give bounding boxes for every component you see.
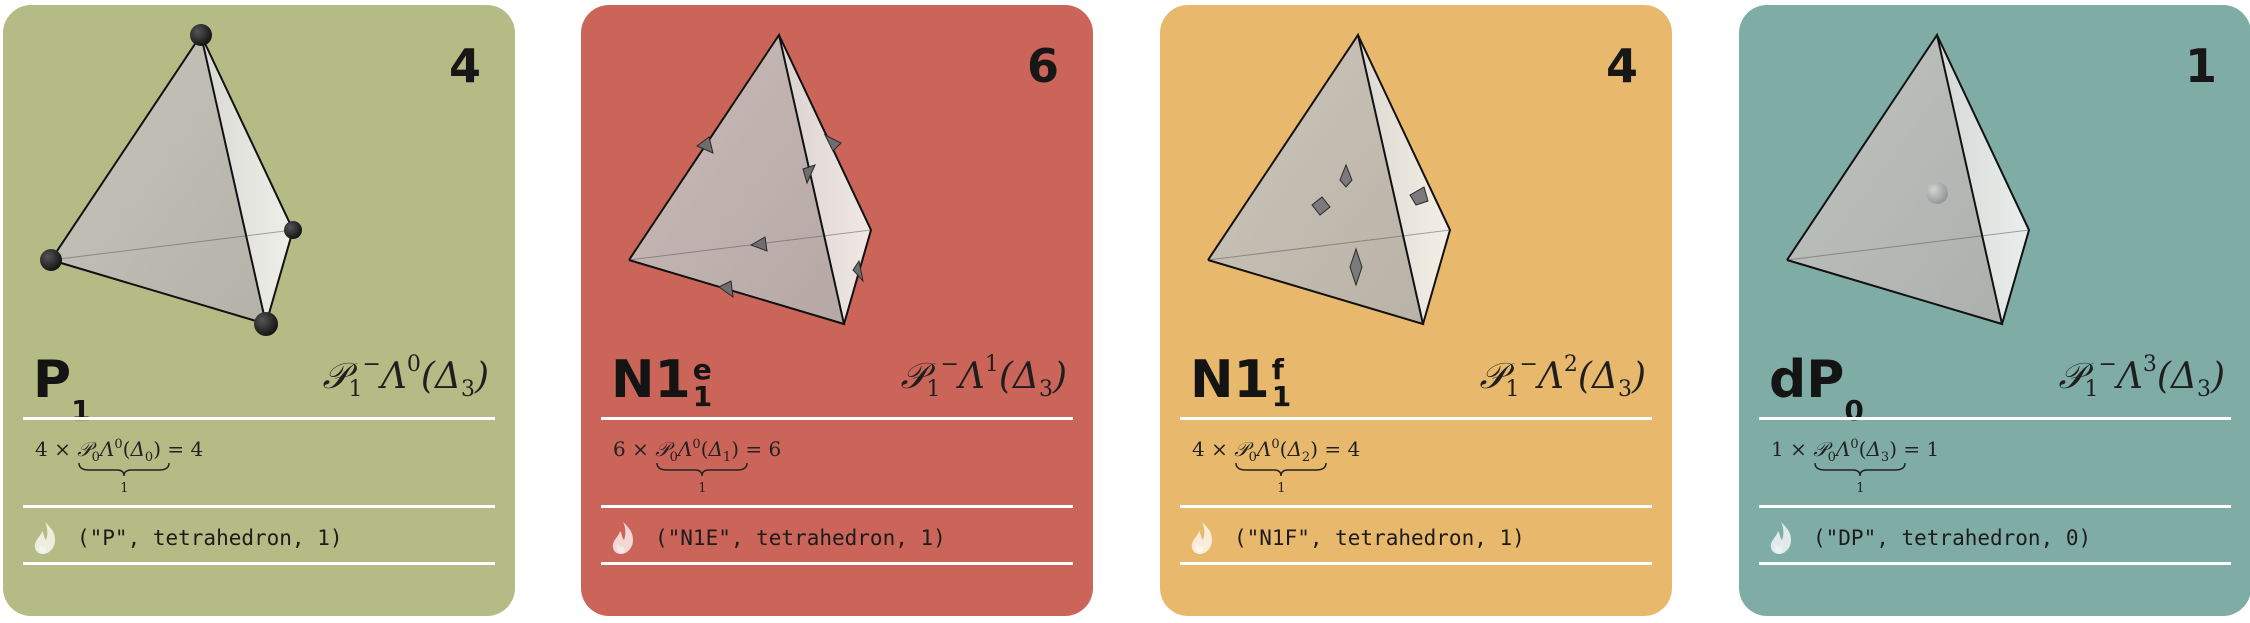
dof-count: 4 xyxy=(1605,39,1638,93)
basix-code: ("P", tetrahedron, 1) xyxy=(31,520,343,556)
basix-code: ("N1F", tetrahedron, 1) xyxy=(1188,520,1525,556)
divider xyxy=(1759,417,2231,420)
divider xyxy=(601,505,1073,508)
divider xyxy=(1180,417,1652,420)
divider xyxy=(1180,562,1652,565)
basix-flame-icon xyxy=(1770,522,1791,554)
edge-dof-cone xyxy=(696,136,714,154)
divider xyxy=(1180,505,1652,508)
element-card-p1[interactable]: 4 P1 𝒫1−Λ0(Δ3) 4 × 𝒫0Λ0(Δ0)1 = 4 ("P", t… xyxy=(3,5,515,616)
edge-dof-cone xyxy=(852,259,864,283)
divider xyxy=(23,417,495,420)
edge-dof-cone xyxy=(718,280,734,299)
vertex-dof-dot xyxy=(284,221,302,239)
function-space: 𝒫1−Λ3(Δ3) xyxy=(2058,352,2226,403)
dof-formula: 1 × 𝒫0Λ0(Δ3)1 = 1 xyxy=(1771,437,1940,496)
basix-code: ("N1E", tetrahedron, 1) xyxy=(609,520,946,556)
tetrahedron-diagram xyxy=(1786,32,2031,326)
basix-flame-icon xyxy=(1191,522,1212,554)
divider xyxy=(601,417,1073,420)
edge-dof-cone xyxy=(823,133,842,152)
function-space: 𝒫1−Λ0(Δ3) xyxy=(322,352,490,403)
basix-flame-icon xyxy=(34,522,55,554)
divider xyxy=(601,562,1073,565)
face-dof-cone xyxy=(1349,247,1363,287)
basix-flame-icon xyxy=(612,522,633,554)
divider xyxy=(23,562,495,565)
face-dof-cone xyxy=(1409,186,1429,206)
tetrahedron-diagram xyxy=(1207,32,1452,326)
element-name: P1 xyxy=(33,350,91,428)
tetrahedron-diagram xyxy=(628,32,873,326)
edge-dof-cone xyxy=(749,236,768,252)
tetrahedron-diagram xyxy=(40,24,302,336)
vertex-dof-dot xyxy=(190,24,212,46)
divider xyxy=(1759,562,2231,565)
face-dof-cone xyxy=(1339,163,1353,188)
edge-dof-cone xyxy=(802,164,816,185)
face-dof-cone xyxy=(1311,196,1331,216)
function-space: 𝒫1−Λ1(Δ3) xyxy=(900,352,1068,403)
element-card-dp0[interactable]: 1 dP0 𝒫1−Λ3(Δ3) 1 × 𝒫0Λ0(Δ3)1 = 1 ("DP",… xyxy=(1739,5,2250,616)
dof-count: 1 xyxy=(2184,39,2217,93)
divider xyxy=(23,505,495,508)
dof-formula: 6 × 𝒫0Λ0(Δ1)1 = 6 xyxy=(613,437,782,496)
dof-formula: 4 × 𝒫0Λ0(Δ2)1 = 4 xyxy=(1192,437,1361,496)
function-space: 𝒫1−Λ2(Δ3) xyxy=(1479,352,1647,403)
interior-dof-ball xyxy=(1926,182,1948,204)
vertex-dof-dot xyxy=(254,312,278,336)
basix-code: ("DP", tetrahedron, 0) xyxy=(1767,520,2091,556)
dof-count: 4 xyxy=(448,39,481,93)
element-name: dP0 xyxy=(1769,350,1864,428)
dof-formula: 4 × 𝒫0Λ0(Δ0)1 = 4 xyxy=(35,437,204,496)
vertex-dof-dot xyxy=(40,249,62,271)
dof-count: 6 xyxy=(1026,39,1059,93)
divider xyxy=(1759,505,2231,508)
